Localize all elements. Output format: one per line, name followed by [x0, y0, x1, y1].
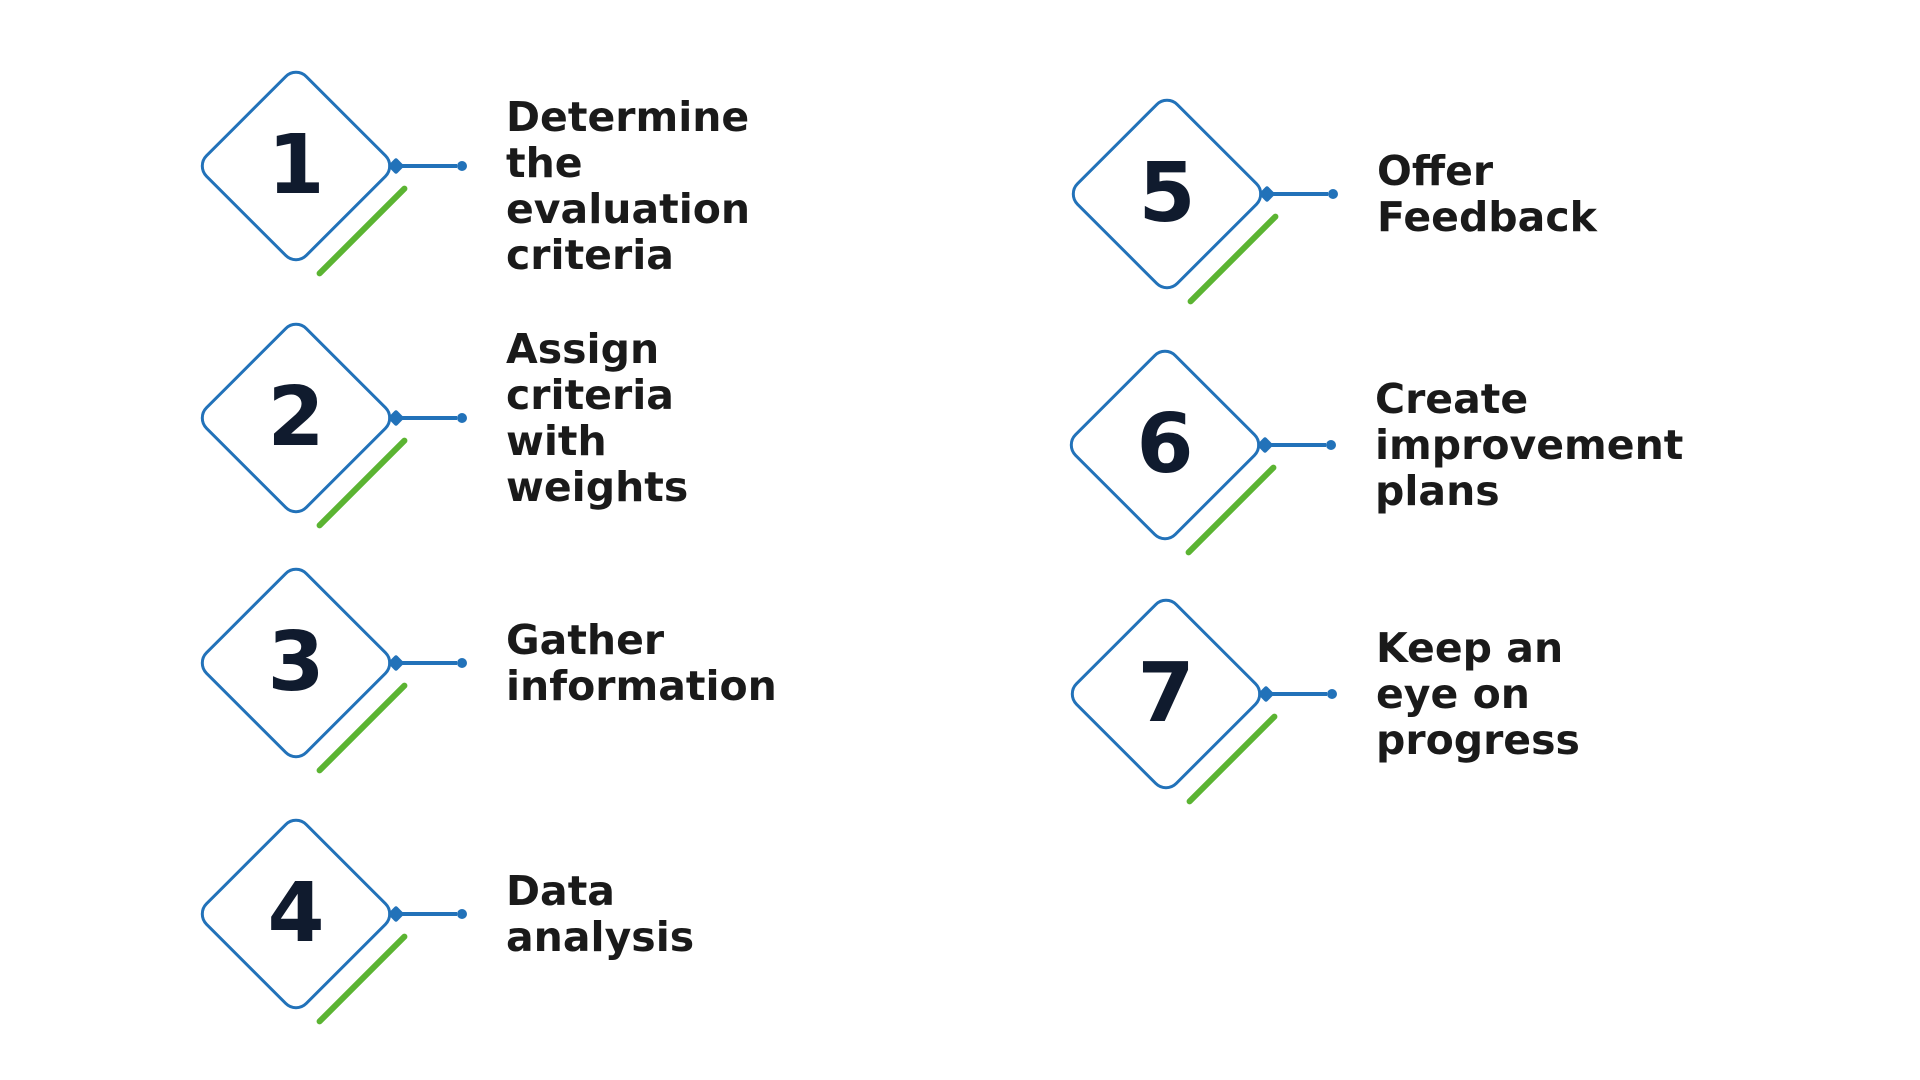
step-5-connector-line — [1267, 192, 1328, 196]
step-6-label: Create improvement plans — [1375, 375, 1684, 515]
step-4-connector-dot — [457, 909, 467, 919]
step-4-connector-line — [396, 912, 457, 916]
step-7-number: 7 — [1137, 646, 1195, 741]
step-2-label: Assign criteria with weights — [506, 325, 689, 511]
step-1-number: 1 — [267, 118, 325, 213]
step-5-connector-dot — [1328, 189, 1338, 199]
step-2-number: 2 — [267, 370, 325, 465]
step-2-connector-line — [396, 416, 457, 420]
step-4-label: Data analysis — [506, 867, 695, 961]
step-5-number: 5 — [1138, 146, 1196, 241]
step-7-label: Keep an eye on progress — [1376, 624, 1580, 764]
step-6-connector-dot — [1326, 440, 1336, 450]
step-3-label: Gather information — [506, 616, 777, 710]
step-6-number: 6 — [1136, 397, 1194, 492]
step-5-label: Offer Feedback — [1377, 147, 1597, 241]
step-3-connector-dot — [457, 658, 467, 668]
step-6-connector-line — [1265, 443, 1326, 447]
step-1-connector-line — [396, 164, 457, 168]
step-2-connector-dot — [457, 413, 467, 423]
step-3-connector-line — [396, 661, 457, 665]
step-4-number: 4 — [267, 866, 325, 961]
step-7-connector-line — [1266, 692, 1327, 696]
step-3-number: 3 — [267, 615, 325, 710]
step-1-connector-dot — [457, 161, 467, 171]
step-1-label: Determine the evaluation criteria — [506, 93, 751, 279]
step-7-connector-dot — [1327, 689, 1337, 699]
